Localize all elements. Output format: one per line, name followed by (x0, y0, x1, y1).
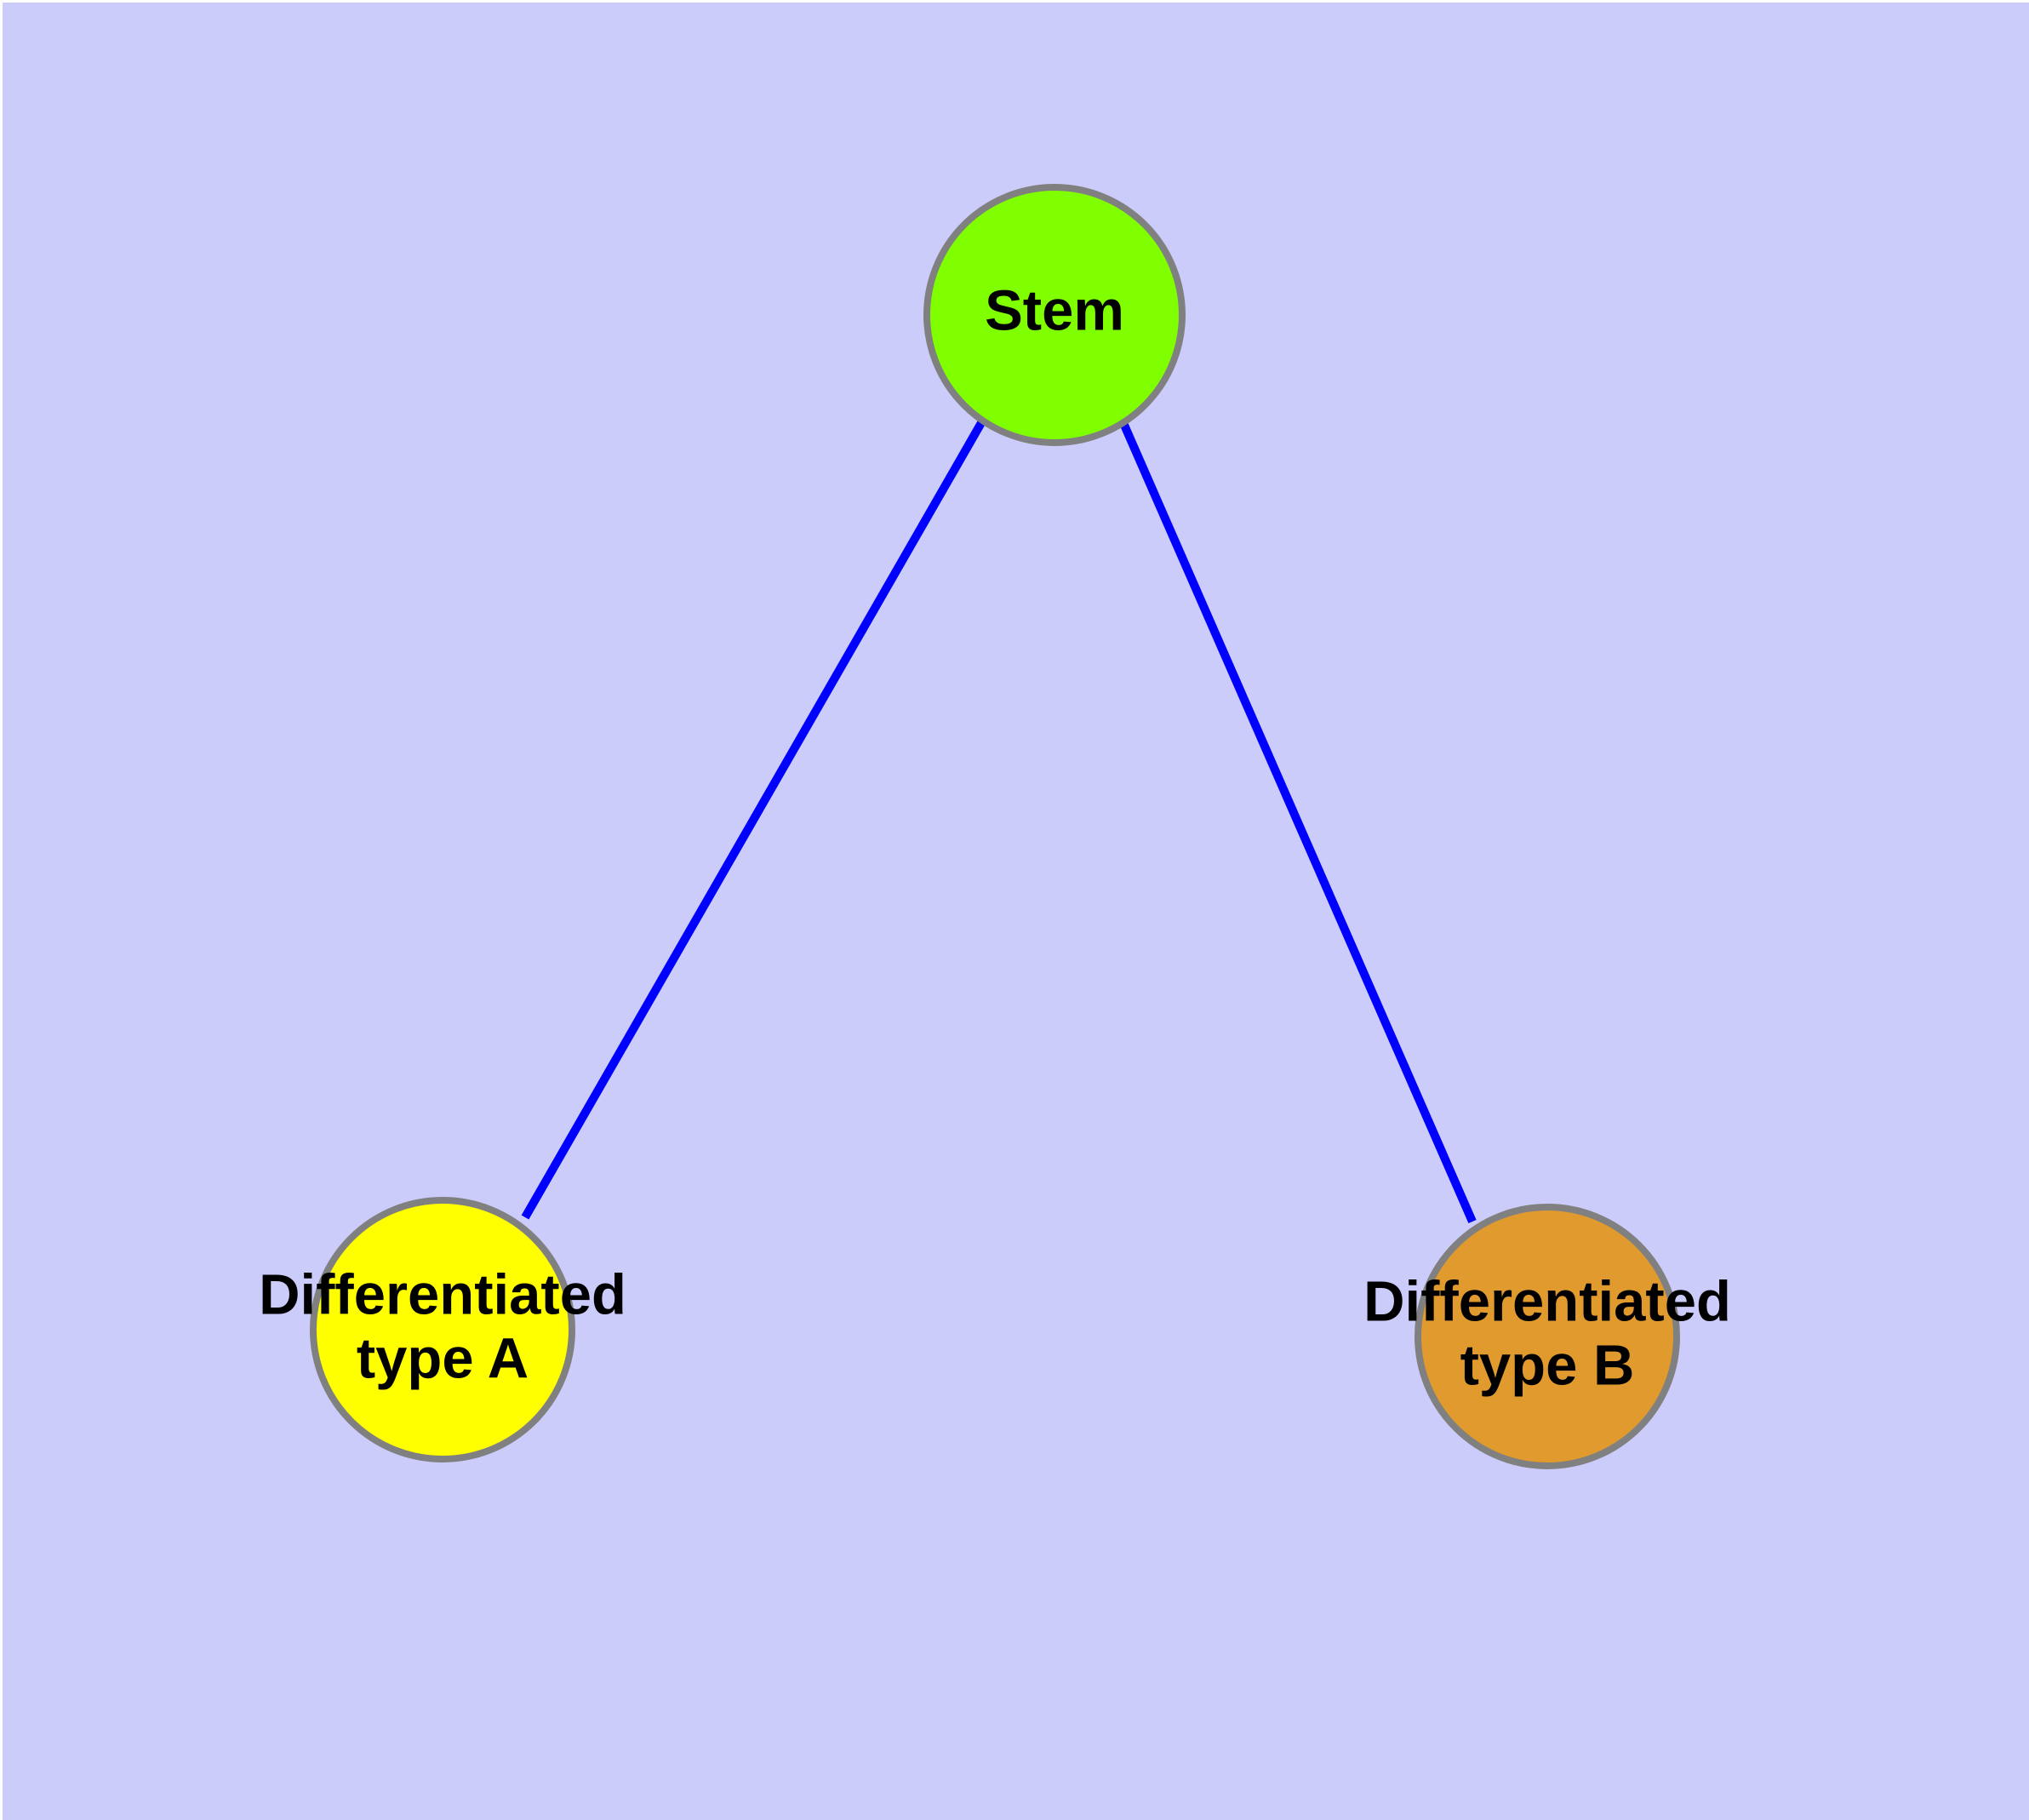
edge-layer (521, 419, 1477, 1224)
node-differentiated-type-b-label-line2: type B (1460, 1334, 1635, 1398)
node-layer (310, 184, 1680, 1469)
node-stem-circle[interactable] (923, 184, 1186, 446)
edge-stem-to-differentiated-type-b (1119, 421, 1477, 1224)
node-differentiated-type-a-label-line1: Differentiated (259, 1263, 626, 1327)
node-differentiated-type-a-label-line2: type A (357, 1327, 529, 1391)
node-stem-label-line1: Stem (985, 279, 1124, 343)
node-stem[interactable] (923, 184, 1186, 446)
edge-stem-to-differentiated-type-a (521, 419, 986, 1220)
node-differentiated-type-b-circle[interactable] (1415, 1204, 1680, 1469)
label-layer: Stem Differentiated type A Differentiate… (259, 279, 1731, 1398)
node-differentiated-type-a-circle[interactable] (310, 1197, 575, 1462)
node-differentiated-type-b-label-line1: Differentiated (1363, 1270, 1731, 1334)
node-differentiated-type-a[interactable] (310, 1197, 575, 1462)
node-differentiated-type-b[interactable] (1415, 1204, 1680, 1469)
